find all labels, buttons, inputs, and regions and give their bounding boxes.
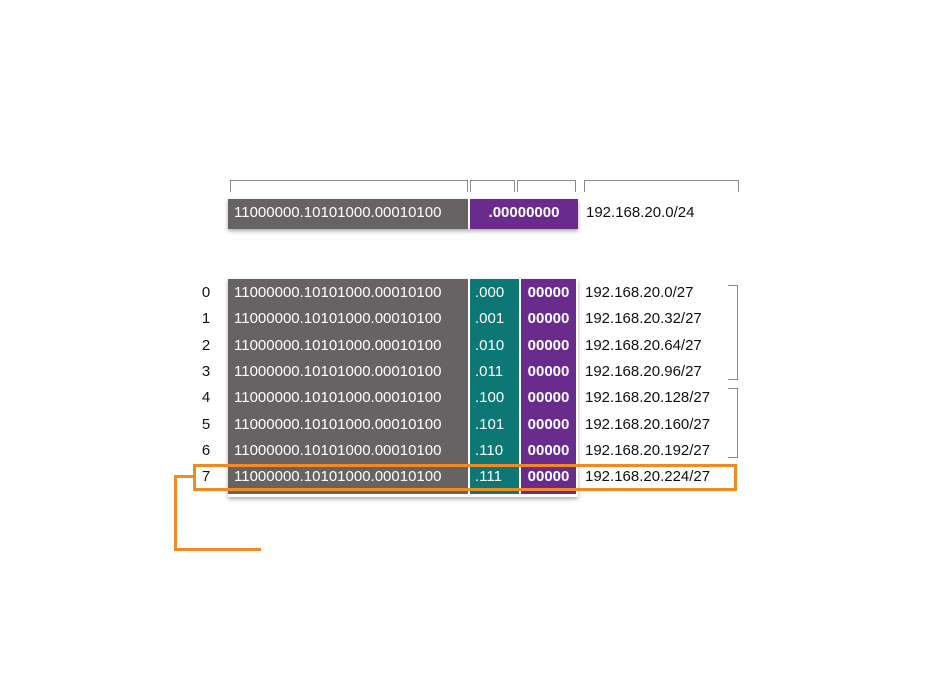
row-subnet-bits: .010 (475, 337, 505, 354)
row-index: 4 (201, 389, 211, 406)
row-index: 3 (201, 363, 211, 380)
row-address: 192.168.20.128/27 (585, 389, 711, 406)
row-subnet-bits: .011 (475, 363, 504, 380)
row-host-bits: 00000 (527, 442, 570, 459)
network-column (228, 279, 468, 494)
highlight-connector-horizontal-top (174, 475, 196, 478)
row-host-bits: 00000 (527, 416, 570, 433)
row-index: 5 (201, 416, 211, 433)
row-host-bits: 00000 (527, 310, 570, 327)
row-address: 192.168.20.64/27 (585, 337, 702, 354)
row-address: 192.168.20.96/27 (585, 363, 702, 380)
bracket-group-1 (728, 285, 738, 380)
row-subnet-bits: .100 (475, 389, 505, 406)
highlight-box (193, 464, 737, 491)
row-address: 192.168.20.0/27 (585, 284, 694, 301)
row-network-bits: 11000000.10101000.00010100 (234, 442, 442, 459)
row-host-bits: 00000 (527, 337, 570, 354)
host-column (521, 279, 576, 494)
highlight-connector-horizontal-bottom (174, 548, 261, 551)
row-address: 192.168.20.192/27 (585, 442, 711, 459)
bracket-subnet-portion (470, 180, 515, 192)
top-address: 192.168.20.0/24 (586, 204, 695, 221)
row-index: 1 (201, 310, 211, 327)
row-host-bits: 00000 (527, 284, 570, 301)
bracket-host-portion (517, 180, 576, 192)
row-network-bits: 11000000.10101000.00010100 (234, 337, 442, 354)
row-host-bits: 00000 (527, 468, 570, 485)
row-network-bits: 11000000.10101000.00010100 (234, 310, 442, 327)
row-index: 7 (201, 468, 211, 485)
row-subnet-bits: .101 (475, 416, 505, 433)
row-address: 192.168.20.160/27 (585, 416, 711, 433)
row-index: 0 (201, 284, 211, 301)
bracket-group-2 (728, 388, 738, 458)
row-address: 192.168.20.32/27 (585, 310, 702, 327)
row-index: 2 (201, 337, 211, 354)
subnet-column (470, 279, 519, 494)
row-network-bits: 11000000.10101000.00010100 (234, 363, 442, 380)
row-subnet-bits: .111 (475, 468, 502, 485)
bracket-network-portion (230, 180, 468, 192)
row-address: 192.168.20.224/27 (585, 468, 711, 485)
bracket-address-portion (584, 180, 739, 192)
row-index: 6 (201, 442, 211, 459)
highlight-connector-vertical (174, 475, 177, 551)
row-network-bits: 11000000.10101000.00010100 (234, 284, 442, 301)
row-network-bits: 11000000.10101000.00010100 (234, 468, 442, 485)
row-network-bits: 11000000.10101000.00010100 (234, 389, 442, 406)
row-host-bits: 00000 (527, 389, 570, 406)
row-subnet-bits: .000 (475, 284, 505, 301)
top-host-bits: .00000000 (470, 199, 578, 229)
row-host-bits: 00000 (527, 363, 570, 380)
top-network-bits: 11000000.10101000.00010100 (228, 199, 468, 229)
row-subnet-bits: .110 (475, 442, 504, 459)
row-subnet-bits: .001 (475, 310, 505, 327)
row-network-bits: 11000000.10101000.00010100 (234, 416, 442, 433)
